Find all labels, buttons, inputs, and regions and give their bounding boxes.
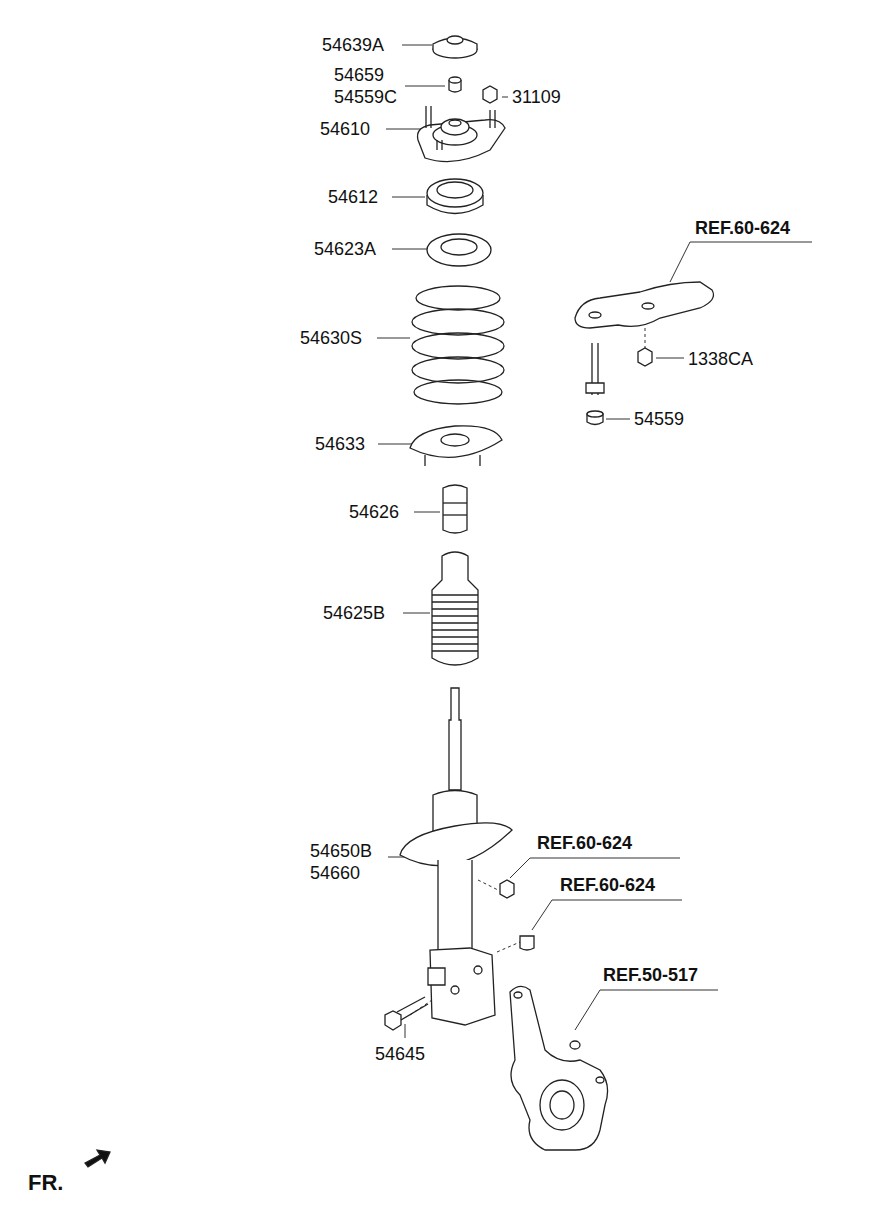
reference-label: REF.60-624 xyxy=(560,874,655,896)
leader-lines xyxy=(377,45,812,1045)
strut-assembly xyxy=(400,688,512,1025)
callout-number: 54630S xyxy=(300,327,362,349)
callout-number: 54660 xyxy=(310,862,360,884)
reference-label: REF.60-624 xyxy=(695,217,790,239)
front-marker: FR. xyxy=(28,1170,63,1196)
front-arrow xyxy=(85,1150,110,1167)
callout-number: 31109 xyxy=(512,86,561,108)
callout-number: 54650B xyxy=(310,840,372,862)
callout-number: 54559 xyxy=(634,408,684,430)
callout-number: 54659 xyxy=(334,64,384,86)
callout-number: 54645 xyxy=(375,1043,425,1065)
coil-spring xyxy=(412,286,504,404)
callout-number: 54559C xyxy=(334,86,397,108)
callout-number: 54625B xyxy=(323,602,385,624)
callout-number: 54612 xyxy=(328,186,378,208)
reference-label: REF.60-624 xyxy=(537,832,632,854)
dust-boot xyxy=(432,552,478,665)
callout-number: 54610 xyxy=(320,118,370,140)
callout-number: 1338CA xyxy=(688,348,753,370)
callout-number: 54623A xyxy=(314,238,376,260)
reference-label: REF.50-517 xyxy=(603,964,698,986)
steering-knuckle xyxy=(510,986,608,1150)
callout-number: 54633 xyxy=(315,433,365,455)
callout-number: 54639A xyxy=(322,34,384,56)
callout-number: 54626 xyxy=(349,501,399,523)
